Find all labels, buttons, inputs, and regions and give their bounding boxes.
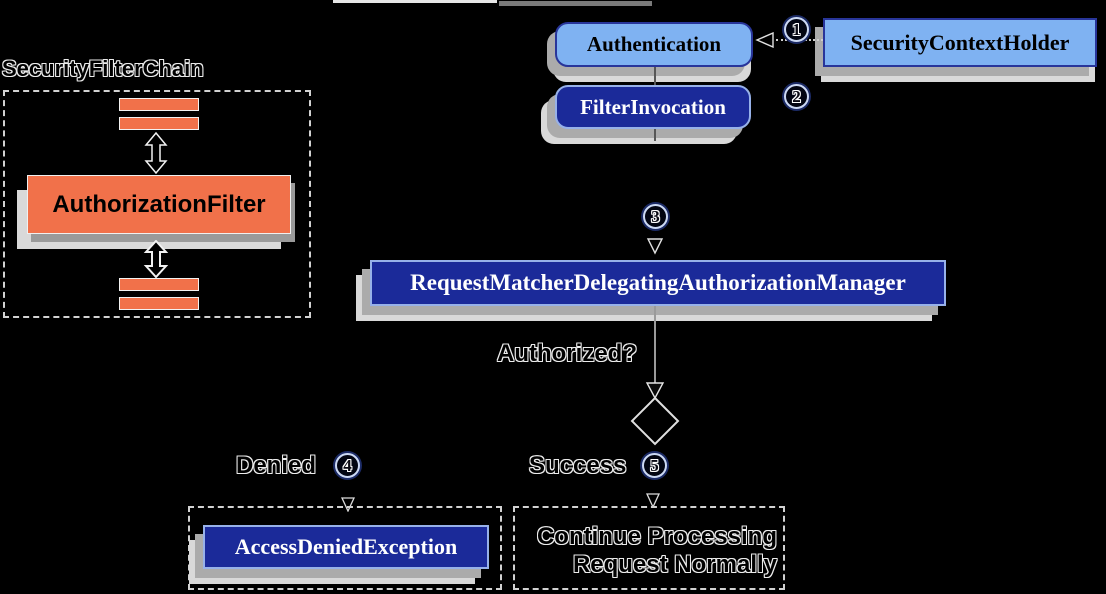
authentication-node: Authentication [555, 22, 753, 67]
success-label: Success [529, 452, 627, 479]
decision-diamond [630, 396, 680, 446]
filter-bar [119, 98, 199, 111]
double-arrow-icon [144, 132, 168, 174]
step-badge-2: 2 [784, 84, 809, 109]
denied-label: Denied [236, 452, 317, 479]
step-badge-5: 5 [642, 453, 667, 478]
connector-line [654, 129, 656, 141]
authorized-question-label: Authorized? [497, 340, 637, 367]
step-number: 2 [792, 86, 801, 106]
cropped-box-shadow [499, 1, 652, 6]
step-badge-1: 1 [784, 17, 809, 42]
denied-outcome-box [188, 506, 502, 590]
access-denied-label: AccessDeniedException [234, 534, 458, 559]
authorization-filter-node: AuthorizationFilter [27, 175, 291, 234]
access-denied-node: AccessDeniedException [203, 525, 489, 569]
cropped-box-edge [333, 0, 497, 3]
filter-invocation-label: FilterInvocation [580, 94, 726, 119]
arrowhead-down-icon [645, 382, 665, 400]
security-context-holder-label: SecurityContextHolder [850, 29, 1070, 55]
filter-bar [119, 278, 199, 291]
double-arrow-icon [143, 240, 169, 278]
security-filter-chain-title: SecurityFilterChain [2, 56, 204, 81]
continue-line-1: Continue Processing [536, 523, 777, 550]
authentication-label: Authentication [586, 32, 722, 56]
security-filter-chain-box [3, 90, 311, 318]
request-matcher-node: RequestMatcherDelegatingAuthorizationMan… [370, 260, 946, 306]
authorization-filter-label: AuthorizationFilter [52, 190, 266, 218]
connector-line [654, 306, 656, 384]
step-badge-4: 4 [335, 453, 360, 478]
arrowhead-down-icon [645, 493, 661, 508]
step-number: 1 [792, 19, 801, 39]
arrowhead-down-icon [646, 238, 664, 255]
step-number: 3 [651, 206, 660, 226]
security-context-holder-node: SecurityContextHolder [823, 18, 1097, 67]
step-number: 5 [650, 455, 659, 475]
arrowhead-left-icon [755, 32, 774, 48]
arrowhead-down-icon [340, 497, 356, 512]
continue-line-2: Request Normally [572, 551, 777, 578]
filter-bar [119, 117, 199, 130]
request-matcher-label: RequestMatcherDelegatingAuthorizationMan… [410, 270, 906, 295]
filter-invocation-node: FilterInvocation [555, 85, 751, 129]
step-badge-3: 3 [643, 204, 668, 229]
continue-processing-text: Continue Processing Request Normally [513, 523, 777, 579]
filter-bar [119, 297, 199, 310]
step-number: 4 [343, 455, 352, 475]
continue-outcome-box [513, 506, 785, 590]
connector-line [654, 67, 656, 85]
